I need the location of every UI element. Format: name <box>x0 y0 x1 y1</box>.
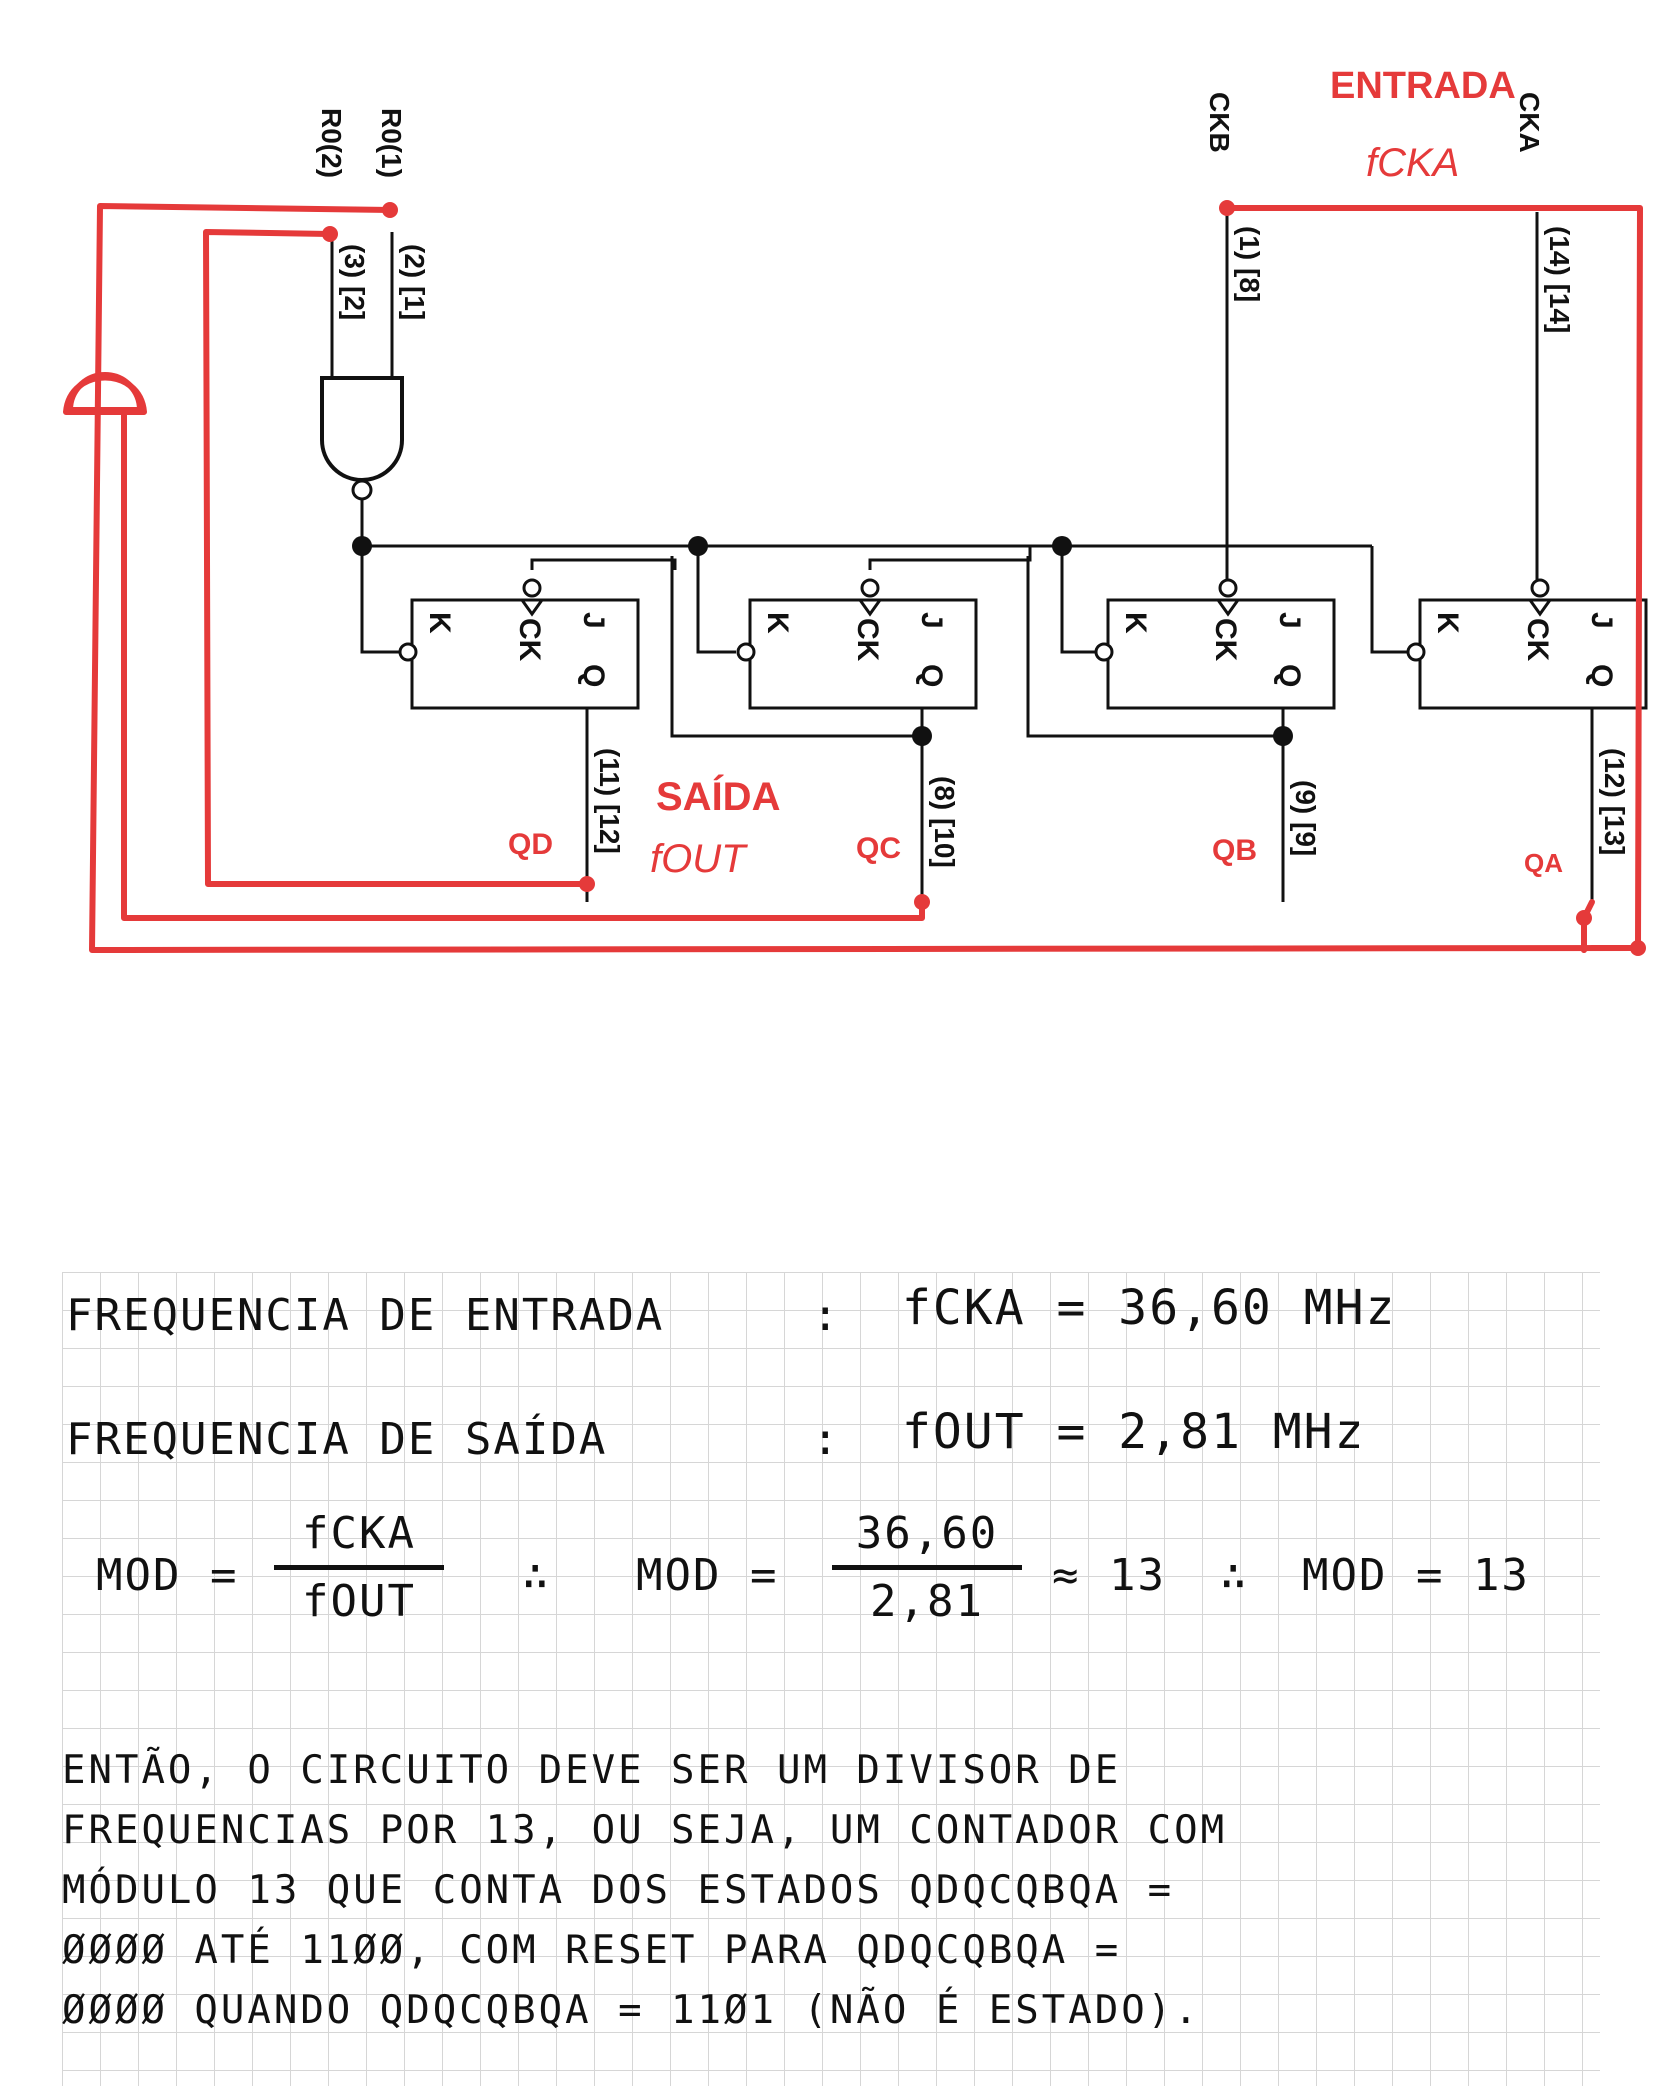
explanation-line-2: FREQUENCIAS POR 13, OU SEJA, UM CONTADOR… <box>62 1808 1228 1853</box>
red-wiring <box>63 203 1643 953</box>
k-inverter-bubble <box>736 642 756 662</box>
output-frequency-sep: : <box>812 1414 841 1465</box>
clock-inverter-bubble <box>1218 578 1238 598</box>
output-frequency-value: fOUT = 2,81 MHz <box>902 1404 1366 1460</box>
flipflop-q-label: Q <box>915 664 948 687</box>
flipflop-body <box>748 598 978 710</box>
explanation-line-4: ØØØØ ATÉ 11ØØ, COM RESET PARA QDQCQBQA = <box>62 1928 1122 1973</box>
qc-pin-label: (8) [10] <box>929 776 960 868</box>
fraction-bar <box>274 1565 444 1570</box>
nand-gate <box>320 376 404 501</box>
flipflop-q-label: Q <box>1273 664 1306 687</box>
mod-denominator: fOUT <box>302 1576 416 1627</box>
qa-pin-label: (12) [13] <box>1599 748 1630 855</box>
r02-pin-label: (3) [2] <box>339 244 370 320</box>
mod-fraction-symbolic: fCKA fOUT <box>274 1508 444 1627</box>
clock-edge-symbol <box>520 599 544 617</box>
flipflop-group: K CK J Q K CK J Q K CK J Q K CK J Q <box>398 578 1648 710</box>
qc-label: QC <box>856 832 901 865</box>
flipflop-q-label: Q <box>1585 664 1618 687</box>
flipflop-j-label: J <box>1273 612 1306 629</box>
mod-fraction-numeric: 36,60 2,81 <box>832 1508 1022 1627</box>
clock-edge-symbol <box>1528 599 1552 617</box>
k-inverter-bubble <box>1094 642 1114 662</box>
flipflop-k-label: K <box>761 612 794 634</box>
flipflop-ck-label: CK <box>1209 618 1242 662</box>
mod-label: MOD = <box>96 1550 239 1601</box>
input-frequency-label: FREQUENCIA DE ENTRADA <box>66 1290 665 1341</box>
jk-flipflop-3: K CK J Q <box>1094 578 1336 710</box>
qd-pin-label: (11) [12] <box>594 748 625 854</box>
flipflop-body <box>410 598 640 710</box>
counter-circuit-diagram: K CK J Q K CK J Q K CK J Q K CK J Q R0(1) R0(2) (2) [1]… <box>63 65 1648 956</box>
junction-dots <box>352 536 1293 746</box>
r01-label: R0(1) <box>376 108 407 178</box>
flipflop-j-label: J <box>577 612 610 629</box>
explanation-line-3: MÓDULO 13 QUE CONTA DOS ESTADOS QDQCQBQA… <box>62 1868 1175 1913</box>
flipflop-body <box>1418 598 1648 710</box>
qb-label: QB <box>1212 834 1257 867</box>
mod-result: MOD = 13 <box>1302 1550 1530 1601</box>
jk-flipflop-2: K CK J Q <box>736 578 978 710</box>
clock-inverter-bubble <box>522 578 542 598</box>
mod-label-2: MOD = <box>636 1550 779 1601</box>
r02-label: R0(2) <box>316 108 347 178</box>
fout-label: fOUT <box>650 837 748 881</box>
clock-edge-symbol <box>1216 599 1240 617</box>
flipflop-q-label: Q <box>577 664 610 687</box>
calculation-notes: FREQUENCIA DE ENTRADA : fCKA = 36,60 MHz… <box>62 1272 1600 2086</box>
explanation-line-5: ØØØØ QUANDO QDQCQBQA = 11Ø1 (NÃO É ESTAD… <box>62 1988 1201 2033</box>
fraction-bar-2 <box>832 1565 1022 1570</box>
flipflop-j-label: J <box>915 612 948 629</box>
mod-approx: ≈ 13 <box>1052 1550 1166 1601</box>
therefore-symbol-1: ∴ <box>522 1550 551 1601</box>
jk-flipflop-1: K CK J Q <box>398 578 640 710</box>
input-frequency-value: fCKA = 36,60 MHz <box>902 1280 1397 1336</box>
cka-pin-label: (14) [14] <box>1544 226 1575 333</box>
qa-label: QA <box>1524 848 1563 878</box>
flipflop-j-label: J <box>1585 612 1618 629</box>
mod-numerator: fCKA <box>302 1508 416 1559</box>
fcka-label: fCKA <box>1366 141 1459 185</box>
flipflop-ck-label: CK <box>513 618 546 662</box>
r01-pin-label: (2) [1] <box>399 244 430 320</box>
output-frequency-label: FREQUENCIA DE SAÍDA <box>66 1414 608 1465</box>
flipflop-body <box>1106 598 1336 710</box>
clock-inverter-bubble <box>860 578 880 598</box>
qd-label: QD <box>508 828 553 861</box>
qb-pin-label: (9) [9] <box>1290 780 1321 856</box>
red-dots <box>322 200 1646 956</box>
cka-label: CKA <box>1514 92 1545 153</box>
jk-flipflop-4: K CK J Q <box>1406 578 1648 710</box>
therefore-symbol-2: ∴ <box>1220 1550 1249 1601</box>
mod-denominator-value: 2,81 <box>870 1576 984 1627</box>
ckb-pin-label: (1) [8] <box>1234 226 1265 302</box>
entrada-label: ENTRADA <box>1330 65 1516 107</box>
mod-numerator-value: 36,60 <box>855 1508 999 1559</box>
ckb-label: CKB <box>1204 92 1235 153</box>
explanation-line-1: ENTÃO, O CIRCUITO DEVE SER UM DIVISOR DE <box>62 1748 1122 1793</box>
clock-edge-symbol <box>858 599 882 617</box>
k-inverter-bubble <box>1406 642 1426 662</box>
flipflop-ck-label: CK <box>851 618 884 662</box>
clock-inverter-bubble <box>1530 578 1550 598</box>
flipflop-k-label: K <box>1431 612 1464 634</box>
flipflop-ck-label: CK <box>1521 618 1554 662</box>
flipflop-k-label: K <box>423 612 456 634</box>
saida-label: SAÍDA <box>656 774 780 819</box>
k-inverter-bubble <box>398 642 418 662</box>
input-frequency-sep: : <box>812 1290 841 1341</box>
flipflop-k-label: K <box>1119 612 1152 634</box>
black-wiring <box>330 212 1594 902</box>
